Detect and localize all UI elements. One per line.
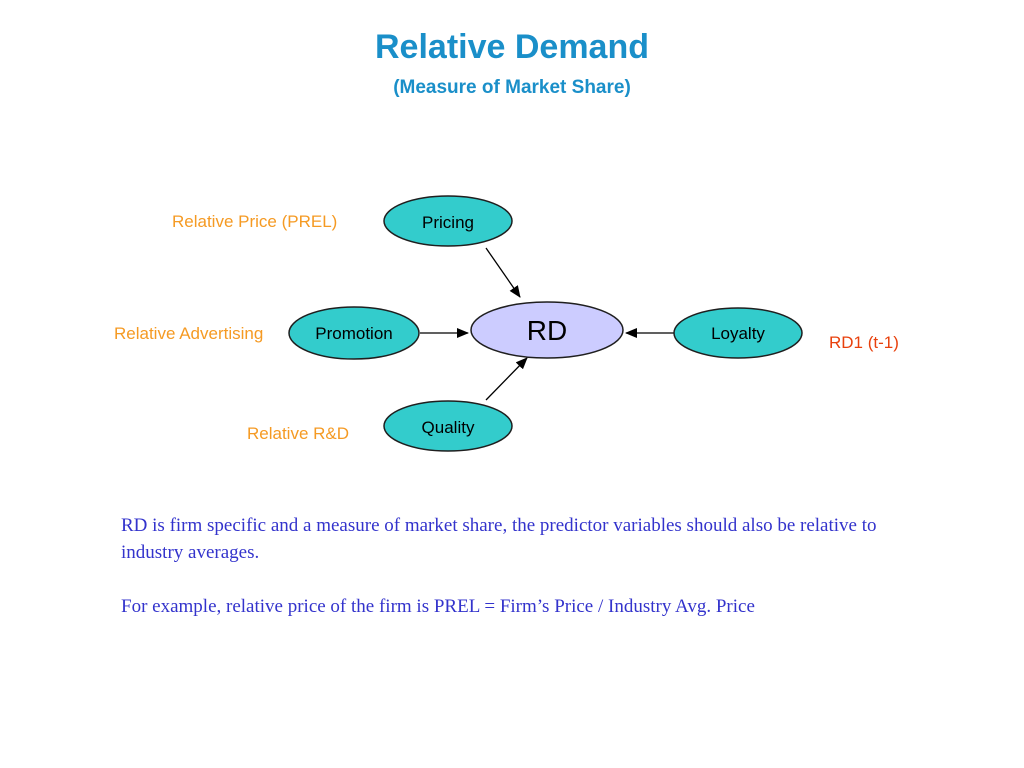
node-rd-label: RD [527, 315, 567, 346]
arrow-pricing-to-rd [485, 247, 521, 298]
explanation-text: RD is firm specific and a measure of mar… [121, 512, 921, 620]
label-rd1-lag: RD1 (t-1) [829, 333, 899, 352]
explanation-paragraph-1: RD is firm specific and a measure of mar… [121, 515, 877, 563]
node-pricing-label: Pricing [422, 213, 474, 232]
node-promotion-label: Promotion [315, 324, 392, 343]
arrow-quality-to-rd [485, 357, 528, 401]
slide-title: Relative Demand [375, 28, 649, 66]
node-loyalty: Loyalty [673, 307, 803, 359]
explanation-paragraph-2: For example, relative price of the firm … [121, 596, 755, 617]
label-relative-advertising: Relative Advertising [114, 324, 264, 343]
node-promotion: Promotion [288, 306, 420, 360]
slide-subtitle: (Measure of Market Share) [393, 77, 631, 98]
node-quality: Quality [383, 400, 513, 452]
node-pricing: Pricing [383, 195, 513, 247]
label-relative-price: Relative Price (PREL) [172, 212, 338, 231]
label-relative-rd: Relative R&D [247, 424, 350, 443]
node-quality-label: Quality [422, 418, 475, 437]
node-rd: RD [470, 301, 624, 359]
node-loyalty-label: Loyalty [711, 324, 765, 343]
